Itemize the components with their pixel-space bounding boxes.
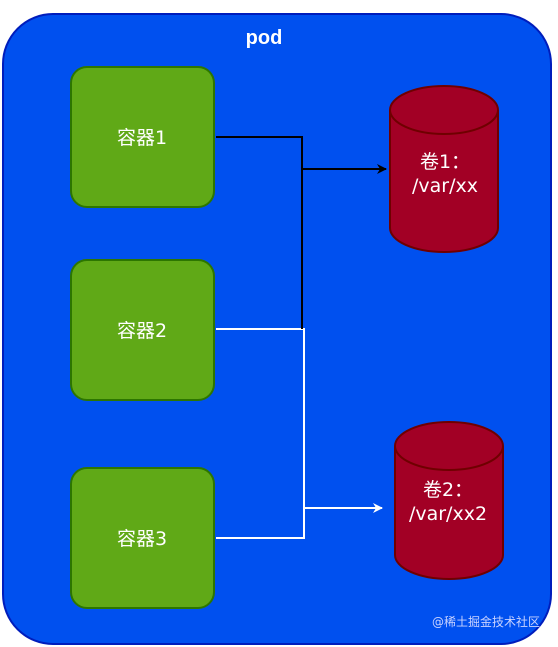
connector-container3-volume2: [216, 508, 305, 539]
pod-title: pod: [246, 27, 283, 49]
volume-1[interactable]: 卷1： /var/xx: [389, 85, 499, 253]
volume-2[interactable]: 卷2： /var/xx2: [394, 421, 504, 580]
volume-2-path: /var/xx2: [409, 503, 487, 525]
container-3[interactable]: 容器3: [70, 467, 215, 609]
connector-container2-volume2: [216, 328, 383, 513]
volume-2-name: 卷2：: [423, 479, 473, 501]
container-1[interactable]: 容器1: [70, 66, 215, 208]
container-3-label: 容器3: [117, 528, 167, 550]
container-1-label: 容器1: [117, 127, 167, 149]
watermark: @稀土掘金技术社区: [432, 614, 540, 629]
container-2[interactable]: 容器2: [70, 259, 215, 401]
volume-1-name: 卷1：: [420, 151, 470, 173]
connector-container1-volume1: [216, 136, 387, 174]
container-2-label: 容器2: [117, 320, 167, 342]
volume-1-path: /var/xx: [412, 175, 478, 197]
